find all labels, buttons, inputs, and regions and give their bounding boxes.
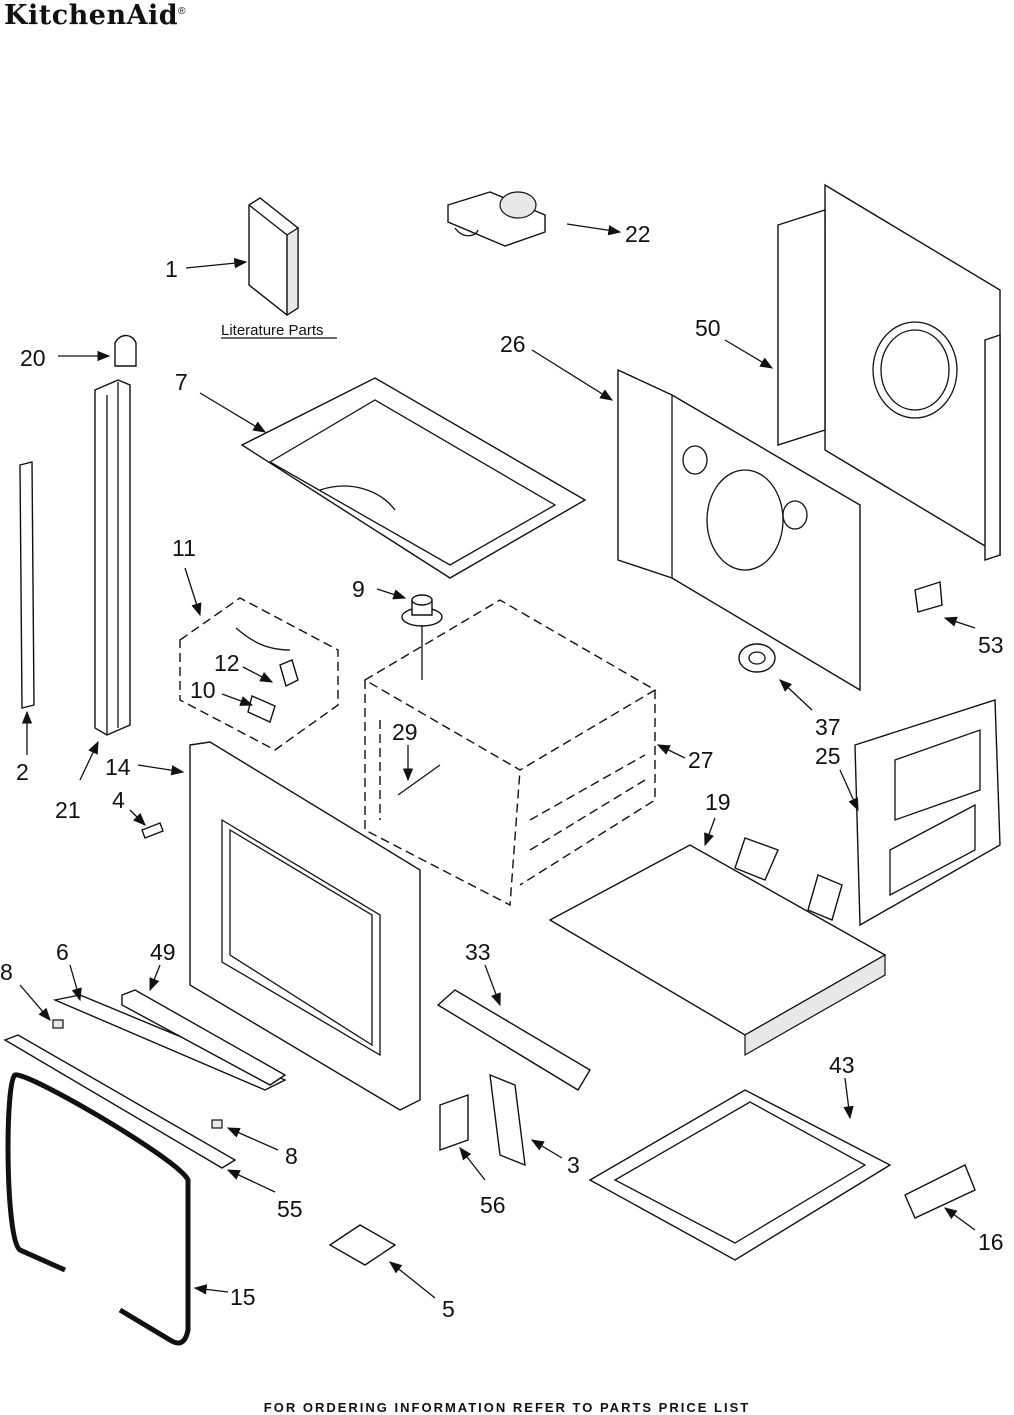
vent-trim	[905, 1165, 975, 1218]
vertical-trim-channel	[95, 380, 130, 735]
callout-43: 43	[829, 1052, 855, 1078]
oven-sensor	[402, 595, 442, 680]
callout-55: 55	[277, 1196, 303, 1222]
bracket-3	[490, 1075, 525, 1165]
mounting-plate	[330, 1225, 395, 1265]
callout-5: 5	[442, 1296, 455, 1322]
callout-49: 49	[150, 939, 176, 965]
spacer-right	[212, 1120, 222, 1128]
callout-8-left: 8	[0, 959, 13, 985]
literature-parts-label: Literature Parts	[221, 322, 324, 339]
callout-37: 37	[815, 714, 841, 740]
callout-15: 15	[230, 1284, 256, 1310]
callout-50: 50	[695, 315, 721, 341]
callout-1: 1	[165, 256, 178, 282]
temperature-probe	[398, 765, 440, 795]
support-channel	[438, 990, 590, 1090]
callout-12: 12	[214, 650, 240, 676]
door-latch-assembly	[448, 192, 545, 246]
callout-29: 29	[392, 719, 418, 745]
callout-7: 7	[175, 369, 188, 395]
literature-booklet	[249, 198, 298, 315]
callout-11: 11	[172, 535, 196, 561]
callout-6: 6	[56, 939, 69, 965]
screw	[142, 823, 163, 838]
oven-top-panel	[242, 378, 585, 578]
callout-9: 9	[352, 576, 365, 602]
insulation-cover	[550, 838, 885, 1055]
callout-53: 53	[978, 632, 1004, 658]
callout-27: 27	[688, 747, 714, 773]
callout-21: 21	[55, 797, 81, 823]
callout-33: 33	[465, 939, 491, 965]
oven-light-kit	[180, 598, 338, 750]
callout-56: 56	[480, 1192, 506, 1218]
callout-19: 19	[705, 789, 731, 815]
callout-22: 22	[625, 221, 651, 247]
callout-10: 10	[190, 677, 216, 703]
small-bracket	[915, 582, 942, 612]
callout-2: 2	[16, 759, 29, 785]
round-gasket	[739, 644, 775, 672]
door-gasket	[8, 1075, 188, 1343]
callout-4: 4	[112, 787, 125, 813]
side-panel	[855, 700, 1000, 925]
callout-3: 3	[567, 1152, 580, 1178]
side-trim-strip	[20, 462, 34, 708]
callout-20: 20	[20, 345, 46, 371]
callout-26: 26	[500, 331, 526, 357]
bottom-pan	[590, 1090, 890, 1260]
ordering-footer: FOR ORDERING INFORMATION REFER TO PARTS …	[0, 1400, 1014, 1415]
bracket-56	[440, 1095, 468, 1150]
trim-cap	[115, 336, 136, 367]
callout-14: 14	[105, 754, 131, 780]
callout-8-right: 8	[285, 1143, 298, 1169]
callout-25: 25	[815, 743, 841, 769]
spacer-left	[53, 1020, 63, 1028]
callout-16: 16	[978, 1229, 1004, 1255]
